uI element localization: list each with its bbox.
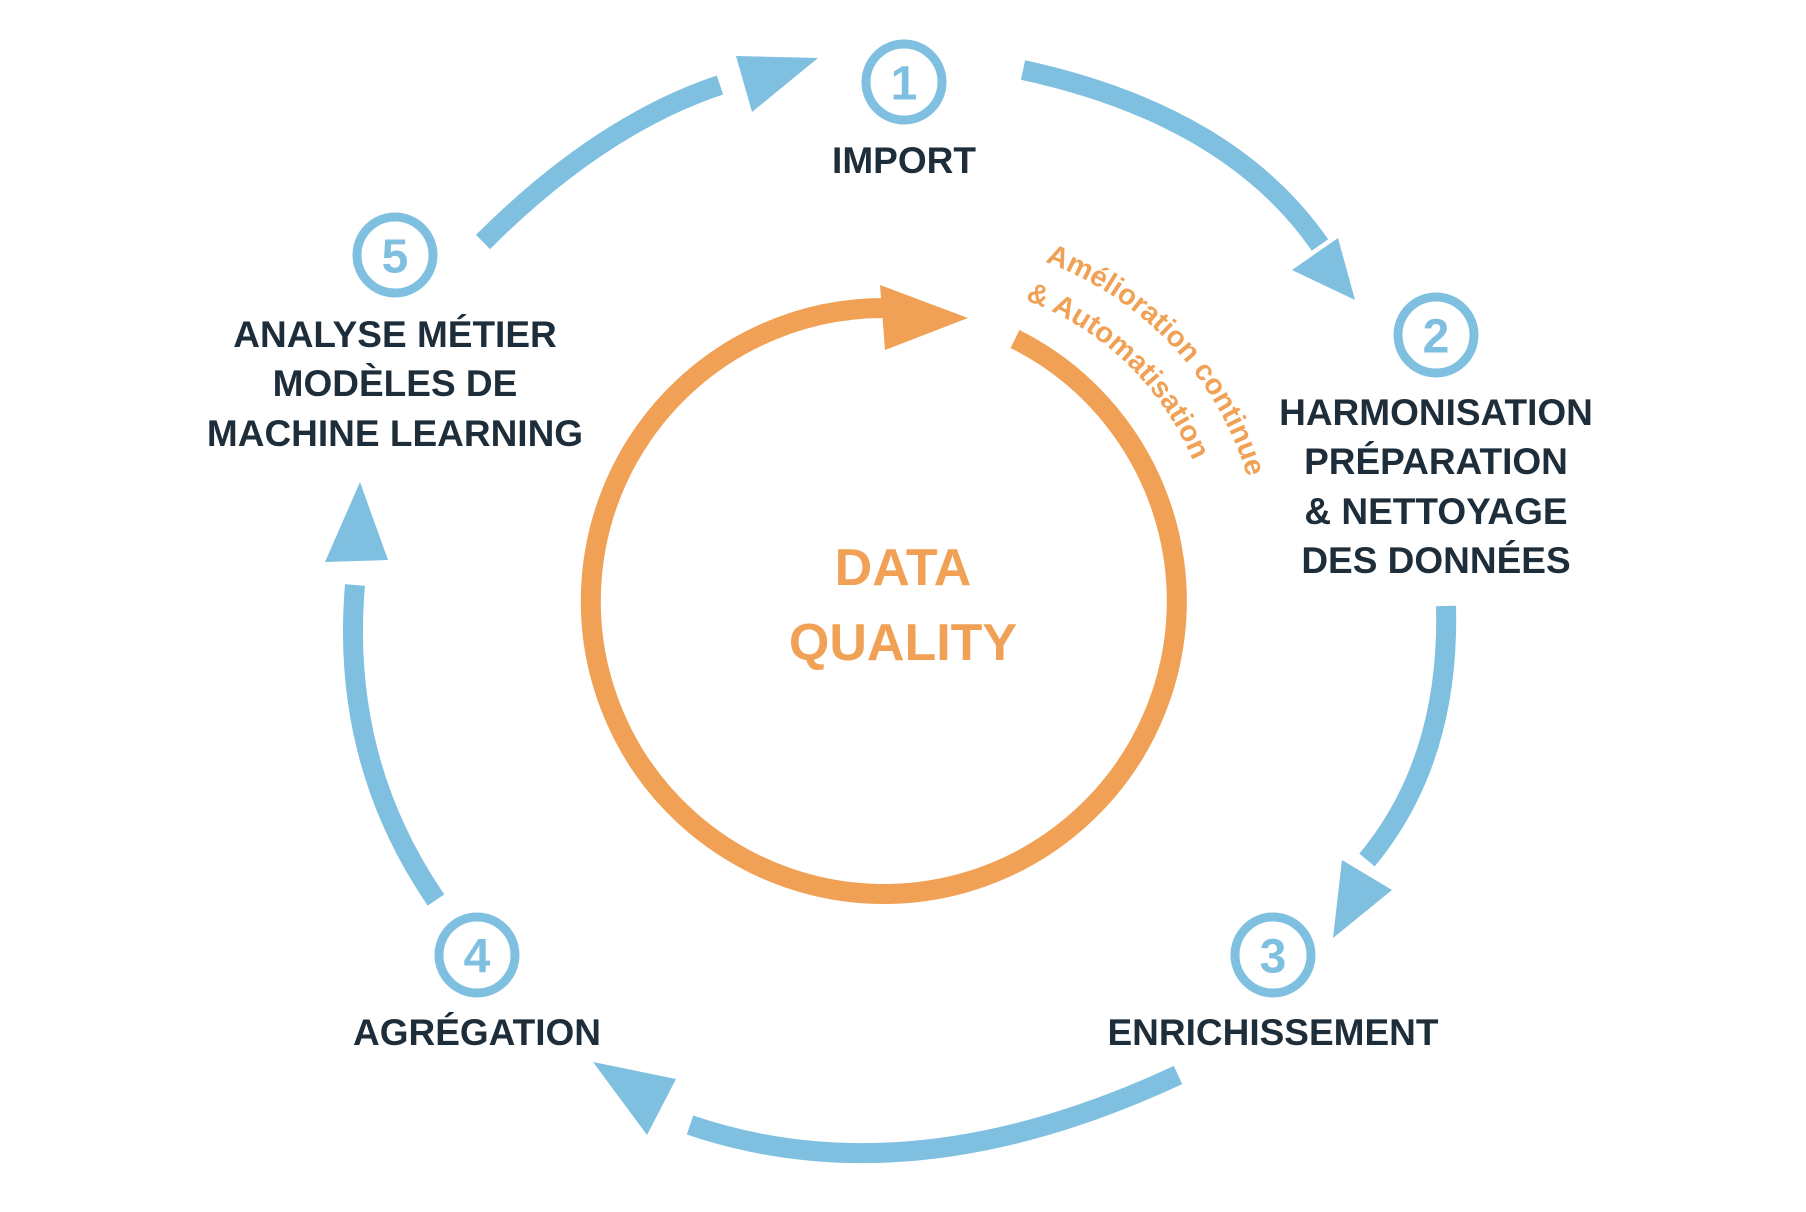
- numbered-circle-icon: [861, 39, 947, 125]
- step-5-label-line-3: MACHINE LEARNING: [207, 413, 583, 454]
- numbered-circle-icon: [1230, 912, 1316, 998]
- arrow-icon: [1020, 60, 1355, 300]
- step-3-label: ENRICHISSEMENT: [1108, 1012, 1439, 1053]
- arrow-icon: [593, 1062, 1183, 1164]
- step-3-number: 3: [1260, 931, 1287, 984]
- step-4: 4: [434, 912, 520, 998]
- arrow-icon: [325, 482, 445, 906]
- center-title-line-1: DATA: [835, 539, 972, 597]
- center-title-line-2: QUALITY: [789, 614, 1017, 672]
- step-2-label-line-1: HARMONISATION: [1279, 392, 1593, 433]
- step-2-label-line-4: DES DONNÉES: [1301, 540, 1570, 581]
- numbered-circle-icon: [352, 212, 438, 298]
- step-5-label-line-1: ANALYSE MÉTIER: [233, 314, 556, 355]
- step-2-label-line-3: & NETTOYAGE: [1304, 491, 1567, 532]
- outer-cycle-arrows: [325, 56, 1457, 1164]
- step-5: 5: [352, 212, 438, 298]
- step-4-label: AGRÉGATION: [353, 1012, 601, 1053]
- numbered-circle-icon: [434, 912, 520, 998]
- step-1: 1: [861, 39, 947, 125]
- step-1-label: IMPORT: [832, 140, 976, 181]
- step-2-label-line-2: PRÉPARATION: [1304, 441, 1568, 482]
- circular-arrow-icon: [580, 285, 1187, 904]
- step-4-number: 4: [464, 931, 491, 984]
- arrow-icon: [475, 56, 818, 250]
- step-1-number: 1: [891, 58, 918, 111]
- step-5-number: 5: [382, 231, 409, 284]
- step-2: 2: [1393, 292, 1479, 378]
- step-3: 3: [1230, 912, 1316, 998]
- numbered-circle-icon: [1393, 292, 1479, 378]
- step-5-label-line-2: MODÈLES DE: [273, 363, 518, 404]
- step-2-number: 2: [1423, 311, 1450, 364]
- arrow-icon: [1333, 605, 1457, 938]
